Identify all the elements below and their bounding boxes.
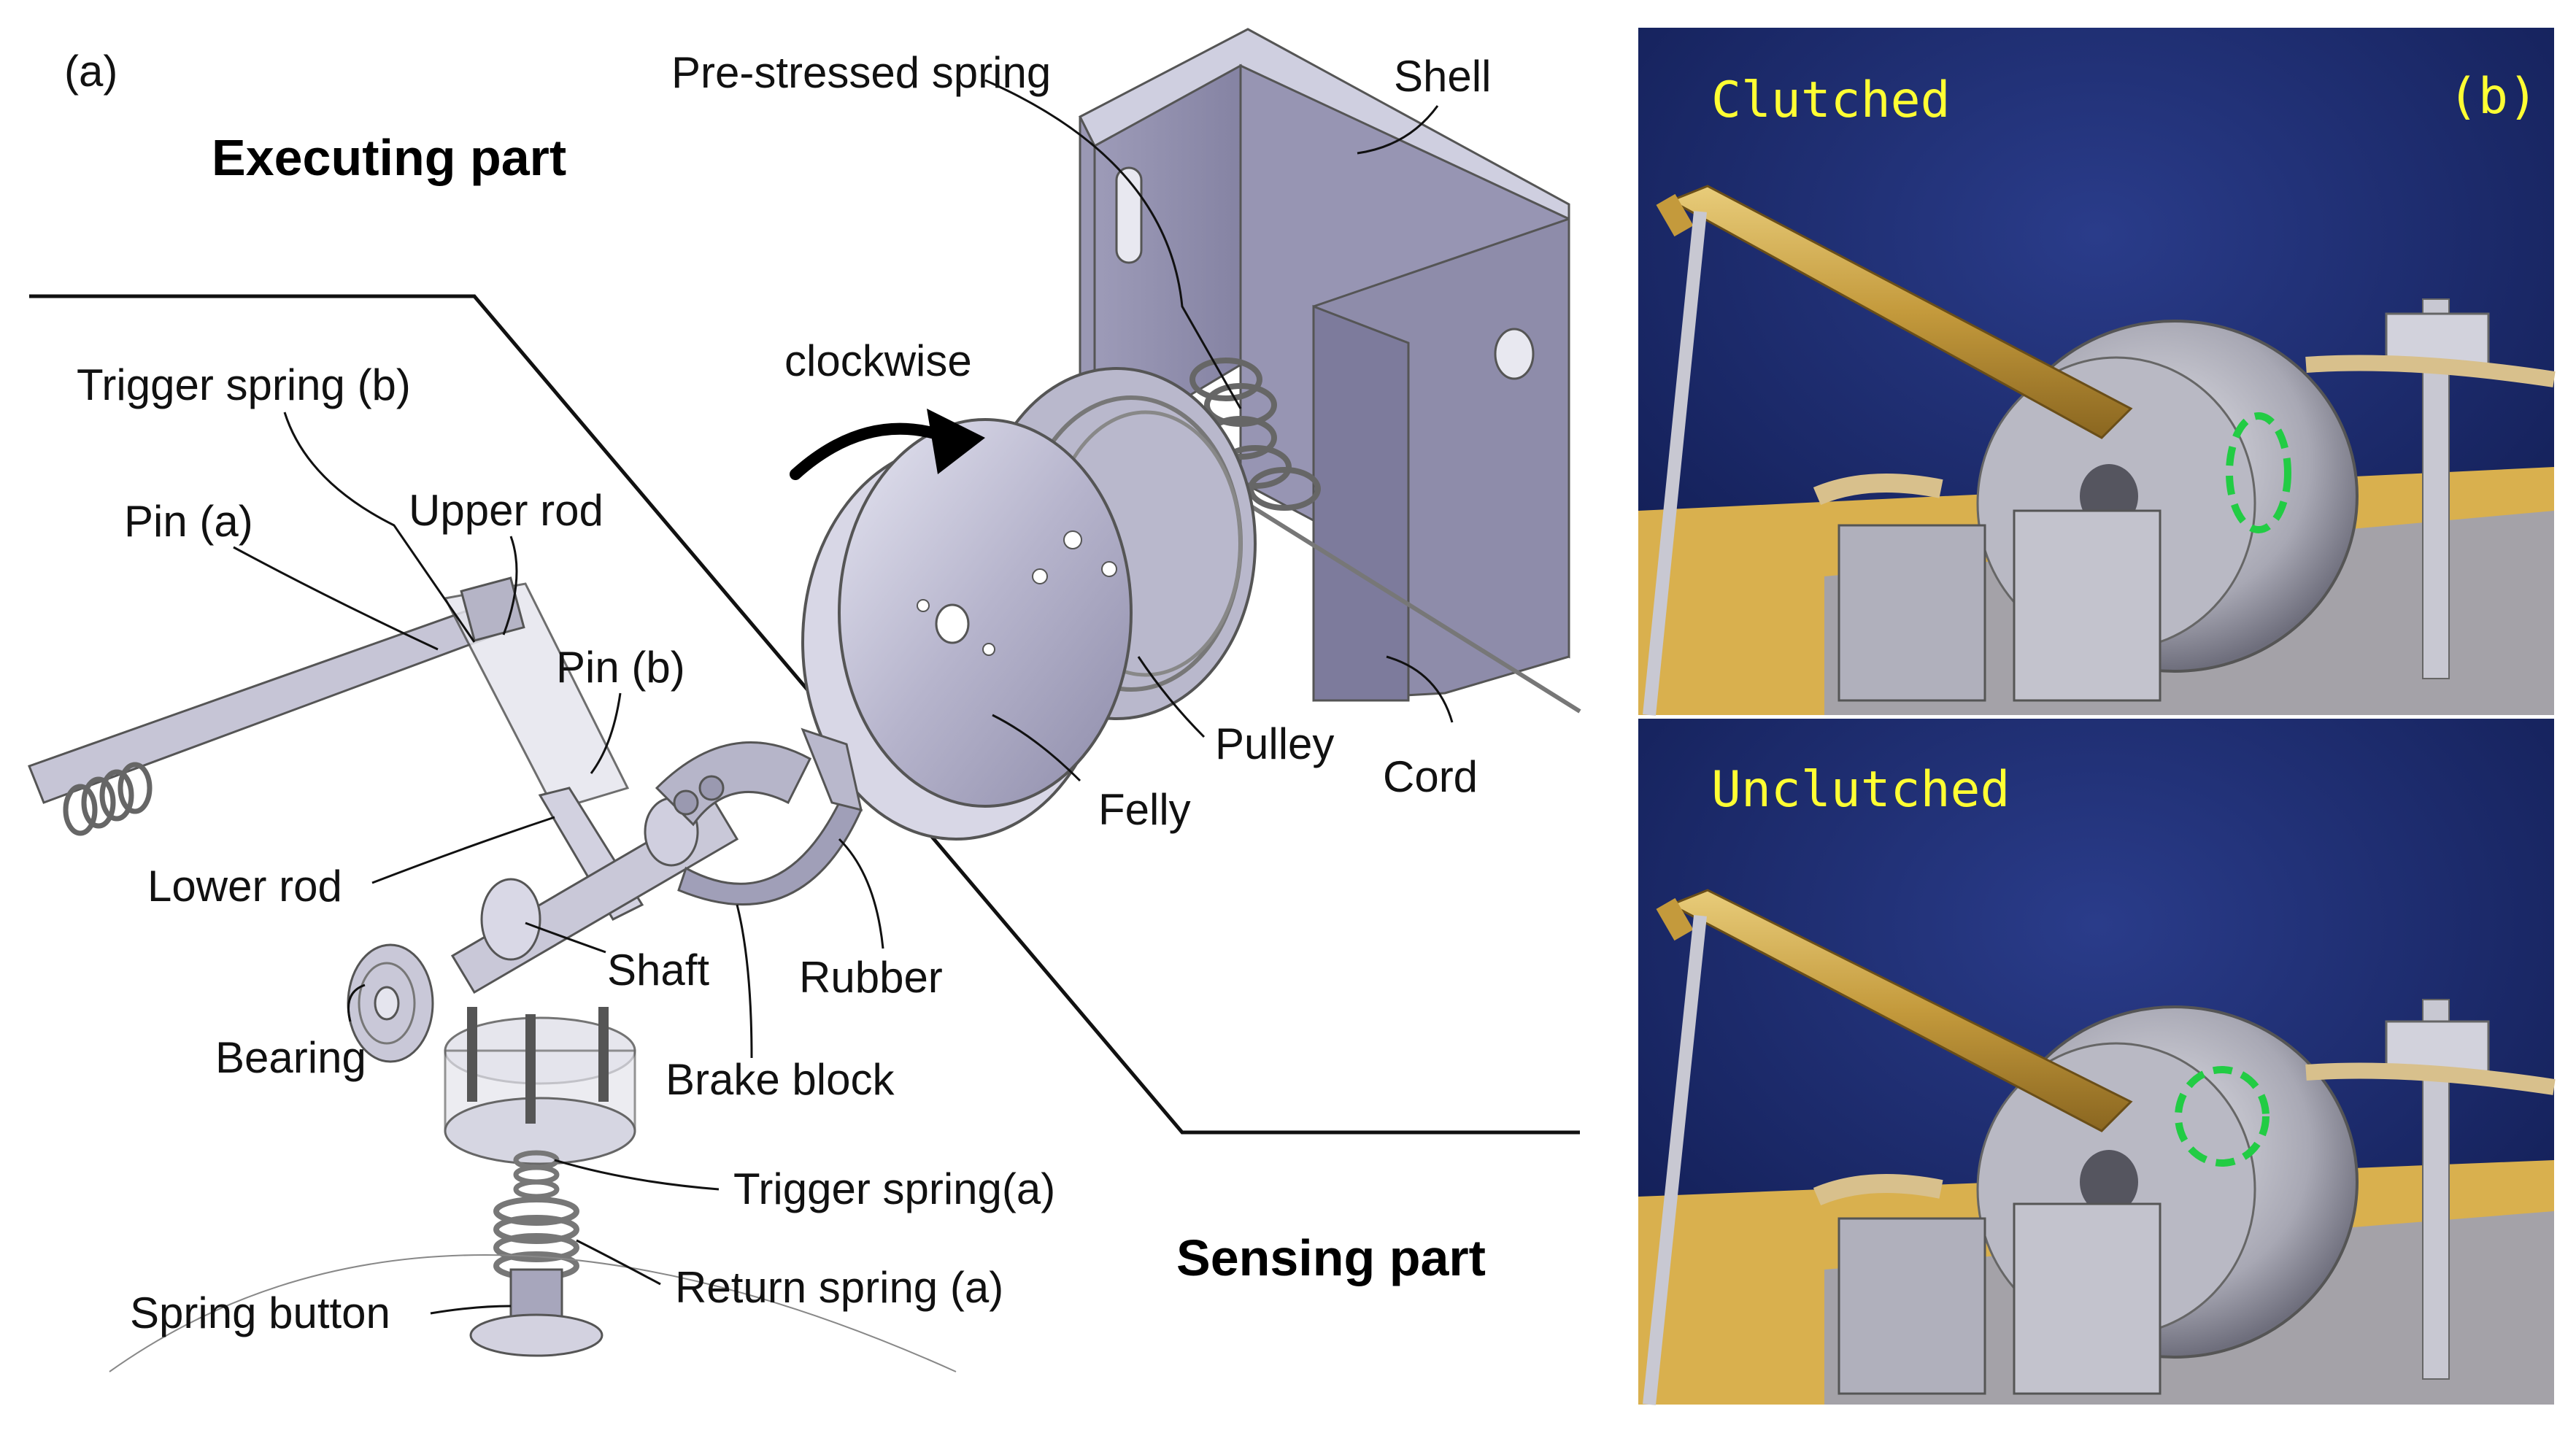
brake-block [655, 741, 811, 827]
label-trigger-spring-b: Trigger spring (b) [77, 360, 411, 409]
label-pulley: Pulley [1215, 719, 1334, 768]
leader-lines [233, 79, 1454, 1315]
label-return-spring-a: Return spring (a) [675, 1263, 1003, 1312]
label-spring-button: Spring button [130, 1289, 390, 1337]
label-shaft: Shaft [607, 946, 709, 994]
panel-b: Clutched (b) Unclutched [1638, 28, 2556, 1405]
shell [1078, 28, 1570, 703]
unclutched-highlight-circle [2175, 1066, 2270, 1167]
executing-part-heading: Executing part [212, 129, 566, 186]
label-rubber: Rubber [799, 953, 943, 1002]
panel-a-label: (a) [64, 47, 117, 96]
label-felly: Felly [1098, 785, 1191, 834]
label-lower-rod: Lower rod [147, 862, 342, 911]
panel-b-label: (b) [2448, 68, 2538, 125]
return-spring-a-coil [493, 1197, 579, 1281]
label-brake-block: Brake block [666, 1055, 895, 1104]
upper-rod [28, 576, 630, 811]
sensor-housing [444, 1007, 636, 1165]
label-cord: Cord [1383, 752, 1478, 801]
clockwise-arrow [790, 409, 985, 480]
panel-a: (a) Executing part Sensing part [28, 28, 1581, 1372]
label-shell: Shell [1394, 52, 1491, 101]
label-pin-b: Pin (b) [556, 643, 685, 692]
clutched-highlight-circle [2226, 412, 2291, 533]
spring-button [469, 1268, 603, 1357]
label-pre-stressed-spring: Pre-stressed spring [671, 48, 1051, 97]
bearing [347, 943, 434, 1063]
base-outline [109, 1254, 957, 1372]
unclutched-label: Unclutched [1711, 761, 2010, 819]
trigger-spring-b-coil [63, 762, 153, 836]
label-bearing: Bearing [215, 1033, 366, 1082]
label-upper-rod: Upper rod [409, 486, 603, 535]
rubber [677, 727, 863, 906]
sensing-part-heading: Sensing part [1176, 1229, 1486, 1286]
clutched-label: Clutched [1711, 72, 1951, 129]
label-pin-a: Pin (a) [124, 497, 253, 546]
photo-unclutched [1638, 719, 2556, 1405]
label-clockwise: clockwise [784, 336, 972, 385]
photo-clutched [1638, 28, 2556, 716]
label-trigger-spring-a: Trigger spring(a) [733, 1164, 1055, 1213]
